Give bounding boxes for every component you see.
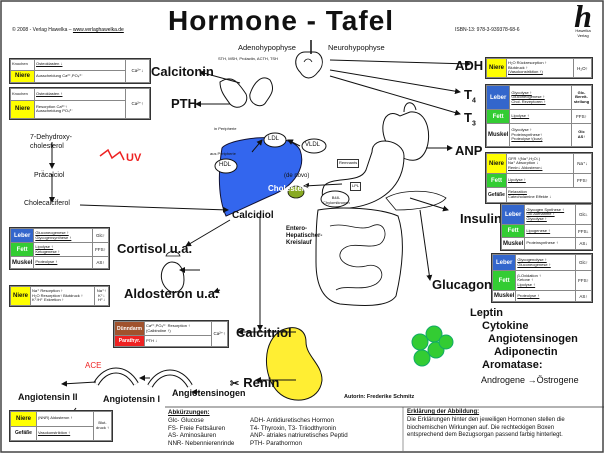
praecalciol-label: Prä̈calciol [34,172,65,179]
remnants-label: Remnants [337,159,360,168]
aldosteron-table: Niere Na⁺ Resorption ↑H₂O Resorption↑ Bl… [9,285,110,307]
glucagon-table: Leber Glycogenolyse ↑Gluconeogenese ↑ Gl… [491,253,593,303]
calcitriol-table: Dünndarm Ca²⁺,PO₄³⁻ Resorption ↑(Calbind… [113,320,229,348]
pancreas-icon [385,190,447,211]
angiotensin2-label: Angiotensin II [18,392,78,402]
uv-arrow-icon [99,148,125,161]
b48-label: B48-Chylomikronen [323,195,350,205]
vldl-label: VLDL [305,142,321,148]
kidney-icon [160,251,185,293]
t4-label: T4 [464,87,476,105]
adeno-hormones: STH, MSH, Prolactin, ACTH, TSH [218,56,278,61]
angiotensinogen-bottom-label: Angiotensinogen [172,388,246,398]
aldosteron-label: Aldosteron u.a. [124,286,219,301]
pth-label: PTH [171,96,197,111]
hdl-circle [214,158,238,174]
publisher-link[interactable]: www.verlaghawelka.de [72,27,124,33]
adh-table: Niere H₂O Rückresorption ↑Blutdruck ↑(Va… [485,57,593,79]
glucagon-label: Glucagon [432,277,492,292]
adh-label: ADH [455,58,484,73]
b48-circle [320,190,350,208]
calcitonin-label: Calcitonin [151,64,214,79]
cortisol-table: Leber Gluconeogenese ↑Glycogensynthese ↑… [9,227,110,270]
insulin-table: Leber Glycogen Synthese ↑Glc Aufnahme ↑G… [500,203,593,251]
explanation: Erklärung der Abbildung: Die Erklärungen… [407,409,565,439]
thyroid-icon [219,77,273,108]
anp-table: Niere GFR ↑(Na⁺,H₂O↓)Na⁺ Absorption ↓Ren… [485,152,593,204]
aromatase-conversion: Androgene →Östrogene [481,375,579,385]
scissors-icon: ✂ [230,378,240,390]
in-peripherie-label: in Peripherie [214,126,237,131]
author: Autorin: Frederike Schmitz [344,394,415,400]
aus-peripherie-label: aus Peripherie [210,151,236,156]
adipose-hormones: Leptin Cytokine Angiotensinogen Adiponec… [470,307,578,371]
vldl-circle [301,138,327,154]
uv-label: UV [126,152,142,164]
pth-table: Knochen Osteoklasten ↑ Ca²⁺↑ Niere Resor… [9,87,151,120]
calcitriol-label: Calcitriol [236,325,292,340]
gallbladder-icon [287,185,305,199]
isbn: ISBN-13: 978-3-939378-68-6 [455,27,520,33]
t3-label: T3 [464,110,476,128]
calcitonin-table: Knochen Osteoklasten ↓ Ca²⁺↓ Niere Aussc… [9,58,151,84]
angiotensin1-label: Angiotensin I [103,394,160,404]
cholesterin-label: Cholesterin [268,184,313,193]
angiotensin-table: Niere (NNR) Aldosteron ↑ Blut-druck ↑ Ge… [9,410,113,442]
anp-label: ANP [455,143,483,158]
ldl-label: LDL [268,136,280,142]
hdl-label: HDL [219,162,232,168]
neuro-label: Neurohypophyse [328,43,385,52]
cholecalciferol-label: Cholecalciferol [24,200,70,207]
blood-vessel-icon [93,367,193,388]
thyroid-table: Leber Glycolyse ↑Gluconeogenese ↑Chol. R… [485,84,593,148]
lpl-label: LPL [350,182,362,191]
entero-hepatic-label: Entero-Hepatischer-Kreislauf [286,226,323,246]
calcidiol-label: Calcidiol [232,210,274,221]
publisher-logo: h Hawelka Verlag [574,0,592,38]
ldl-circle [263,132,287,148]
cortisol-label: Cortisol u.a. [117,241,193,256]
denovo-label: (de novo) [284,173,310,179]
dehydro-label: 7-Dehydroxy-cholesterol [30,134,73,150]
renin-label: ✂Renin [230,375,280,390]
ace-label: ACE [85,361,102,370]
adipose-icon [411,325,454,367]
adeno-label: Adenohypophyse [238,43,296,52]
pituitary-icon [295,40,323,79]
copyright: © 2008 - Verlag Hawelka – www.verlaghawe… [12,27,124,33]
intestine-icon [315,207,403,307]
page-title: Hormone - Tafel [168,5,395,36]
kidney-yellow-icon [265,327,323,401]
insulin-label: Insulin [460,211,502,226]
